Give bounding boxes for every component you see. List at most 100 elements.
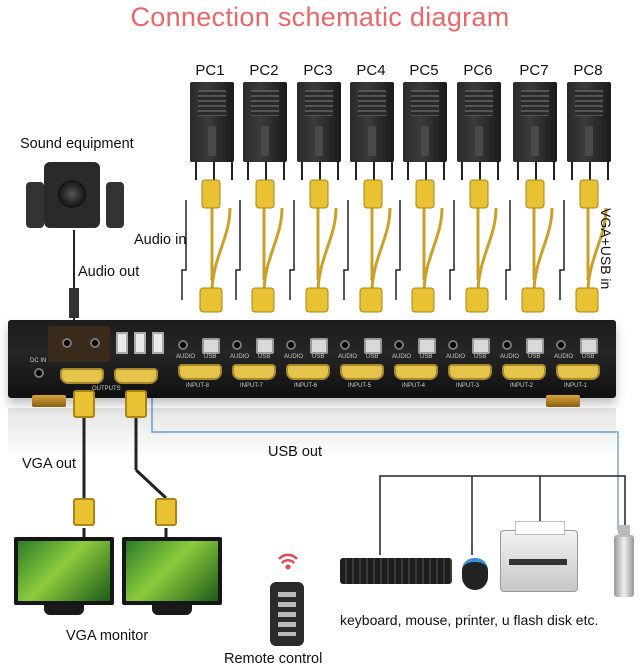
usb-flash-drive-icon bbox=[614, 525, 634, 597]
wireless-signal-icon bbox=[278, 553, 298, 570]
usb-b-port-icon bbox=[472, 338, 490, 354]
usb-b-port-icon bbox=[418, 338, 436, 354]
vga-in-port-icon bbox=[232, 364, 276, 380]
vga-in-port-icon bbox=[502, 364, 546, 380]
pc-label: PC4 bbox=[356, 62, 386, 79]
audio-in-label: Audio in bbox=[134, 232, 187, 248]
keyboard-icon bbox=[340, 558, 452, 584]
pc-tower-icon bbox=[350, 82, 394, 162]
input-label: INPUT-4 bbox=[402, 383, 426, 389]
input-section: AUDIO USB INPUT-3 bbox=[442, 326, 496, 392]
pc-label: PC7 bbox=[519, 62, 549, 79]
usb-label: USB bbox=[258, 354, 271, 360]
vga-in-port-icon bbox=[340, 364, 384, 380]
usb-b-port-icon bbox=[364, 338, 382, 354]
dc-in-label: DC IN bbox=[30, 358, 47, 364]
usb-label: USB bbox=[204, 354, 217, 360]
usb-label: USB bbox=[366, 354, 379, 360]
usb-b-port-icon bbox=[202, 338, 220, 354]
usb-label: USB bbox=[420, 354, 433, 360]
vga-connector-icon bbox=[73, 498, 95, 526]
input-label: INPUT-5 bbox=[348, 383, 372, 389]
input-label: INPUT-2 bbox=[510, 383, 534, 389]
monitor-icon bbox=[122, 537, 222, 605]
vga-in-port-icon bbox=[178, 364, 222, 380]
usb-label: USB bbox=[582, 354, 595, 360]
kvm-foot bbox=[32, 395, 66, 407]
usb-a-port-icon bbox=[152, 332, 164, 354]
pc-tower-icon bbox=[567, 82, 611, 162]
audio-label: AUDIO bbox=[446, 354, 466, 360]
input-section: AUDIO USB INPUT-2 bbox=[496, 326, 550, 392]
vga-connector-icon bbox=[155, 498, 177, 526]
vga-out-port-icon bbox=[114, 368, 158, 384]
usb-label: USB bbox=[474, 354, 487, 360]
usb-a-port-icon bbox=[134, 332, 146, 354]
audio-label: AUDIO bbox=[392, 354, 412, 360]
usb-label: USB bbox=[528, 354, 541, 360]
input-label: INPUT-3 bbox=[456, 383, 480, 389]
pc-label: PC1 bbox=[195, 62, 225, 79]
audio-in-jack-icon bbox=[448, 340, 458, 350]
audio-label: AUDIO bbox=[230, 354, 250, 360]
usb-b-port-icon bbox=[310, 338, 328, 354]
sound-equipment-label: Sound equipment bbox=[20, 136, 134, 152]
input-section: AUDIO USB INPUT-6 bbox=[280, 326, 334, 392]
peripherals-label: keyboard, mouse, printer, u flash disk e… bbox=[340, 612, 599, 628]
pc-tower-icon bbox=[513, 82, 557, 162]
input-section: AUDIO USB INPUT-7 bbox=[226, 326, 280, 392]
vga-usb-in-label: VGA+USB in bbox=[598, 208, 614, 290]
vga-in-port-icon bbox=[286, 364, 330, 380]
monitor-icon bbox=[14, 537, 114, 605]
pc-tower-icon bbox=[297, 82, 341, 162]
monitor-stand bbox=[44, 605, 84, 615]
usb-a-port-icon bbox=[116, 332, 128, 354]
audio-label: AUDIO bbox=[554, 354, 574, 360]
audio-in-jack-icon bbox=[178, 340, 188, 350]
vga-out-label: VGA out bbox=[22, 456, 77, 472]
usb-b-port-icon bbox=[580, 338, 598, 354]
kvm-switch: DC IN OUTPUTS AUDIO USB INPUT-8 AUDIO US… bbox=[8, 320, 616, 398]
audio-label: AUDIO bbox=[338, 354, 358, 360]
vga-connector-icon bbox=[73, 390, 95, 418]
speaker-icon bbox=[26, 182, 44, 228]
pc-label: PC5 bbox=[409, 62, 439, 79]
input-label: INPUT-7 bbox=[240, 383, 264, 389]
audio-in-jack-icon bbox=[502, 340, 512, 350]
audio-in-jack-icon bbox=[394, 340, 404, 350]
audio-in-jack-icon bbox=[556, 340, 566, 350]
mic-jack-icon bbox=[90, 338, 100, 348]
pc-label: PC8 bbox=[573, 62, 603, 79]
audio-in-jack-icon bbox=[286, 340, 296, 350]
kvm-foot bbox=[546, 395, 580, 407]
vga-in-port-icon bbox=[556, 364, 600, 380]
audio-label: AUDIO bbox=[284, 354, 304, 360]
pc-label: PC6 bbox=[463, 62, 493, 79]
pc-label: PC2 bbox=[249, 62, 279, 79]
printer-icon bbox=[500, 521, 578, 592]
vga-connector-icon bbox=[125, 390, 147, 418]
audio-in-jack-icon bbox=[340, 340, 350, 350]
audio-in-jack-icon bbox=[232, 340, 242, 350]
audio-label: AUDIO bbox=[500, 354, 520, 360]
input-label: INPUT-8 bbox=[186, 383, 210, 389]
input-section: AUDIO USB INPUT-1 bbox=[550, 326, 608, 392]
pc-tower-icon bbox=[190, 82, 234, 162]
vga-out-port-icon bbox=[60, 368, 104, 384]
monitor-stand bbox=[152, 605, 192, 615]
vga-monitor-label: VGA monitor bbox=[66, 628, 149, 644]
pc-tower-icon bbox=[403, 82, 447, 162]
speaker-icon bbox=[106, 182, 124, 228]
input-section: AUDIO USB INPUT-5 bbox=[334, 326, 388, 392]
remote-control-icon bbox=[270, 582, 304, 646]
vga-in-port-icon bbox=[394, 364, 438, 380]
kvm-reflection bbox=[8, 408, 616, 458]
dc-jack-icon bbox=[34, 368, 44, 378]
pc-tower-icon bbox=[243, 82, 287, 162]
audio-out-label: Audio out bbox=[78, 264, 140, 280]
usb-b-port-icon bbox=[256, 338, 274, 354]
usb-b-port-icon bbox=[526, 338, 544, 354]
subwoofer-icon bbox=[44, 162, 100, 228]
pc-label: PC3 bbox=[303, 62, 333, 79]
